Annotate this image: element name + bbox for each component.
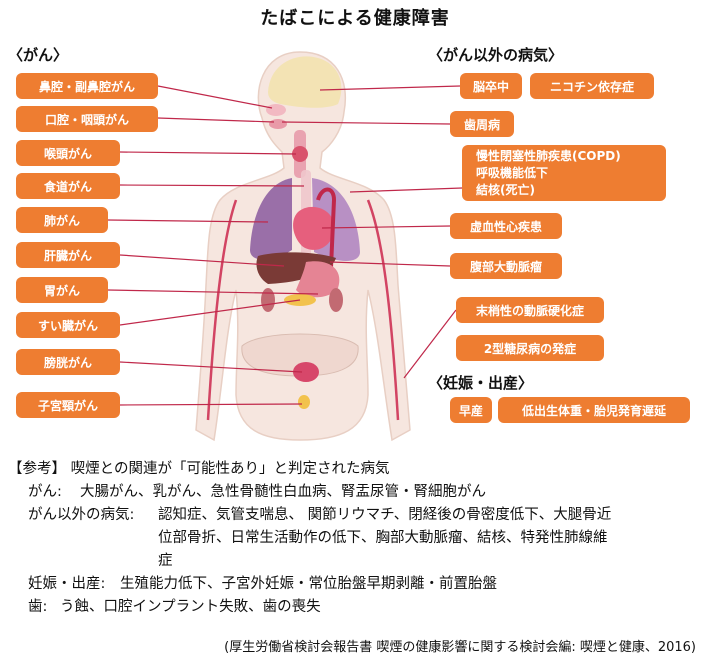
tag-preterm: 早産: [450, 397, 492, 423]
notes-cancer-text: 大腸がん、乳がん、急性骨髄性白血病、腎盂尿管・腎細胞がん: [80, 484, 486, 500]
tag-liver-cancer: 肝臓がん: [16, 242, 120, 268]
mouth-area: [269, 119, 287, 129]
artery-right-arm: [366, 199, 400, 421]
artery-left-arm: [206, 199, 238, 421]
notes-pregnancy-label: 妊娠・出産:: [28, 576, 106, 592]
left-lung: [250, 178, 292, 260]
tag-arteriosclerosis: 末梢性の動脈硬化症: [456, 297, 604, 323]
nasal-area: [266, 104, 286, 116]
section-cancer: 〈がん〉: [8, 46, 69, 64]
page-title: たばこによる健康障害: [260, 8, 450, 29]
notes-teeth-text: う蝕、口腔インプラント失敗、歯の喪失: [60, 599, 321, 615]
notes-teeth-label: 歯:: [28, 599, 48, 615]
tag-esophagus-cancer: 食道がん: [16, 173, 120, 199]
tag-stomach-cancer: 胃がん: [16, 277, 108, 303]
tag-stroke: 脳卒中: [460, 73, 522, 99]
left-kidney: [261, 288, 275, 312]
respiratory-line-function: 呼吸機能低下: [476, 165, 549, 180]
tag-diabetes: 2型糖尿病の発症: [456, 335, 604, 361]
brain-shape: [268, 56, 342, 108]
tag-nicotine: ニコチン依存症: [530, 73, 654, 99]
pointer-lines: [107, 85, 463, 406]
notes-pregnancy-text: 生殖能力低下、子宮外妊娠・常位胎盤早期剥離・前置胎盤: [120, 576, 497, 592]
tag-lung-cancer: 肺がん: [16, 207, 108, 233]
tag-nasal-cancer: 鼻腔・副鼻腔がん: [16, 73, 158, 99]
aorta: [316, 187, 337, 291]
section-pregnancy: 〈妊娠・出産〉: [428, 374, 534, 392]
notes-other-line1: 認知症、気管支喘息、 関節リウマチ、閉経後の骨密度低下、大腿骨近: [158, 507, 612, 523]
tag-ischemic: 虚血性心疾患: [450, 213, 562, 239]
tag-cervical-cancer: 子宮頸がん: [16, 392, 120, 418]
notes-other-line2: 位部骨折、日常生活動作の低下、胸部大動脈瘤、結核、特発性肺線維: [158, 530, 608, 546]
tag-bladder-cancer: 膀胱がん: [16, 349, 120, 375]
tag-periodontal: 歯周病: [450, 111, 514, 137]
uterus: [298, 395, 310, 409]
notes-other-line3: 症: [158, 553, 173, 569]
notes-other-label: がん以外の病気:: [28, 507, 135, 523]
tag-low-birth-weight: 低出生体重・胎児発育遅延: [498, 397, 690, 423]
stomach: [296, 261, 340, 298]
notes-heading: 【参考】 喫煙との関連が「可能性あり」と判定された病気: [8, 461, 390, 477]
respiratory-line-copd: 慢性閉塞性肺疾患(COPD): [476, 148, 621, 163]
section-non-cancer: 〈がん以外の病気〉: [428, 46, 564, 64]
bladder: [293, 362, 319, 382]
right-kidney: [329, 288, 343, 312]
larynx: [292, 146, 308, 162]
liver: [256, 252, 336, 284]
tag-oral-cancer: 口腔・咽頭がん: [16, 106, 158, 132]
tag-pancreas-cancer: すい臓がん: [16, 312, 120, 338]
source-citation: (厚生労働省検討会報告書 喫煙の健康影響に関する検討会編: 喫煙と健康、2016…: [224, 640, 696, 655]
tag-aneurysm: 腹部大動脈瘤: [450, 253, 562, 279]
notes-cancer-label: がん:: [28, 484, 62, 500]
respiratory-line-tb: 結核(死亡): [476, 182, 535, 197]
tag-respiratory: 慢性閉塞性肺疾患(COPD) 呼吸機能低下 結核(死亡): [462, 145, 666, 201]
pelvis: [241, 333, 359, 377]
heart: [293, 206, 335, 250]
tag-larynx-cancer: 喉頭がん: [16, 140, 120, 166]
